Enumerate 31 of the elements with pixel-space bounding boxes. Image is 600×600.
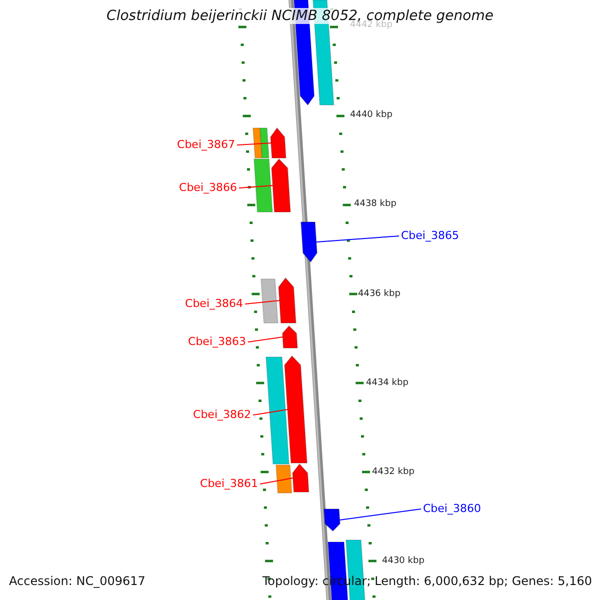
gene-block	[271, 159, 290, 212]
gene-block	[278, 278, 296, 323]
leader-line	[248, 336, 284, 342]
genome-summary-text: Topology: circular; Length: 6,000,632 bp; Genes: 5,160	[262, 574, 592, 588]
scale-label: 4430 kbp	[382, 556, 424, 566]
gene-label: Cbei_3865	[401, 229, 459, 242]
accession-text: Accession: NC_009617	[9, 574, 146, 588]
leader-line	[339, 508, 422, 520]
gene-block	[324, 509, 340, 531]
gene-block	[292, 464, 309, 492]
gene-label: Cbei_3863	[188, 335, 246, 348]
gene-label: Cbei_3862	[193, 408, 251, 421]
leader-line	[244, 300, 280, 304]
gene-label: Cbei_3867	[177, 138, 235, 151]
gene-label: Cbei_3866	[179, 181, 237, 194]
scale-label: 4434 kbp	[366, 378, 408, 388]
scale-label: 4436 kbp	[358, 289, 400, 300]
leader-line	[316, 236, 400, 242]
gene-block	[270, 128, 286, 158]
leader-line	[252, 409, 288, 416]
scale-label: 4438 kbp	[354, 199, 396, 210]
leader-line	[260, 478, 294, 484]
gene-block	[301, 222, 318, 262]
gene-block	[282, 326, 298, 348]
scale-label: 4440 kbp	[350, 110, 392, 120]
gene-label: Cbei_3861	[200, 477, 258, 490]
scale-label: 4432 kbp	[372, 467, 414, 478]
gene-label: Cbei_3864	[185, 297, 243, 310]
leader-line	[236, 142, 272, 146]
leader-line	[238, 185, 274, 188]
gene-label: Cbei_3860	[423, 502, 481, 515]
